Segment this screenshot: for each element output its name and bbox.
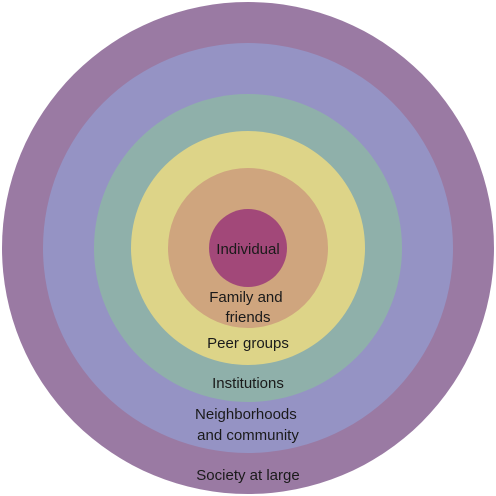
label-institutions-line-1: Institutions: [212, 375, 284, 392]
label-neighborhoods-line-2: and community: [197, 427, 299, 444]
label-family-line-1: Family and: [209, 289, 282, 306]
ring-individual: [209, 209, 287, 287]
label-peer-line-1: Peer groups: [207, 335, 289, 352]
label-peer: Peer groups: [207, 335, 289, 352]
label-family-line-2: friends: [225, 309, 270, 326]
label-individual: Individual: [216, 241, 279, 258]
label-family: Family and friends: [209, 289, 287, 326]
label-society-line-1: Society at large: [196, 467, 299, 484]
label-neighborhoods: Neighborhoods and community: [195, 406, 301, 444]
label-society: Society at large: [196, 467, 299, 484]
label-institutions: Institutions: [212, 375, 284, 392]
label-individual-line-1: Individual: [216, 241, 279, 258]
label-neighborhoods-line-1: Neighborhoods: [195, 406, 297, 423]
